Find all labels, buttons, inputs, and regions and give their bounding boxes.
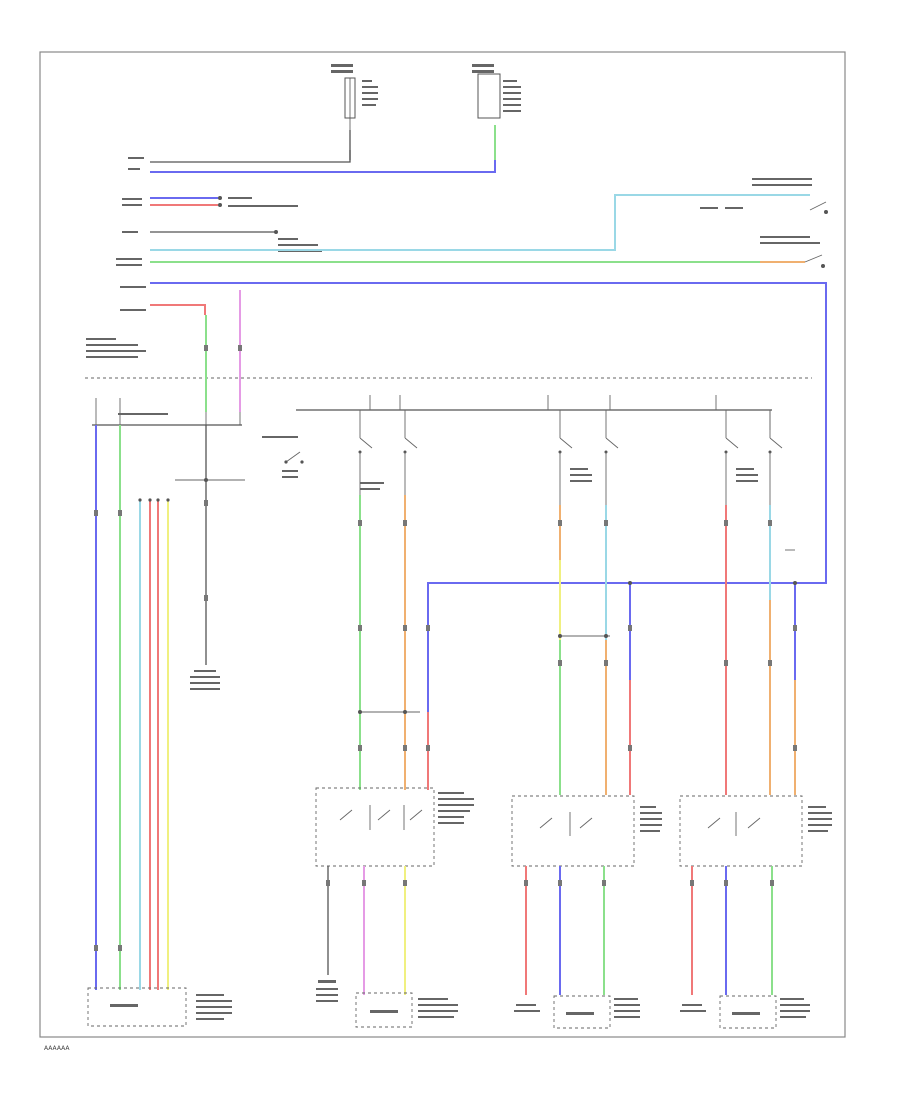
right-rear-window-motor (719, 995, 810, 1029)
bottom-left-code: AAAAAA (44, 1045, 70, 1052)
wire-blue-long (150, 282, 827, 720)
left-connector-labels (86, 157, 146, 358)
left-rear-switch-module (511, 795, 662, 867)
wire-blue-top (150, 125, 496, 173)
right-rear-switch-module (679, 795, 832, 867)
wire-cyan-top (150, 194, 810, 251)
wire-red-short (150, 304, 206, 315)
passenger-window-motor (355, 992, 458, 1028)
wire-ign-black (150, 150, 351, 163)
fuse-block-left (331, 64, 378, 160)
passenger-switch-module (315, 787, 474, 867)
lock-switch (262, 436, 304, 478)
switch-group-right-rear (724, 410, 783, 505)
bottom-left-module (87, 987, 187, 1027)
fuse-block-right (472, 64, 521, 119)
left-rear-window-motor (553, 995, 640, 1029)
switch-group-left-rear (558, 410, 619, 505)
connector-ticks (94, 345, 797, 951)
switch-group-passenger (358, 410, 418, 495)
diagram-frame (39, 51, 846, 1038)
